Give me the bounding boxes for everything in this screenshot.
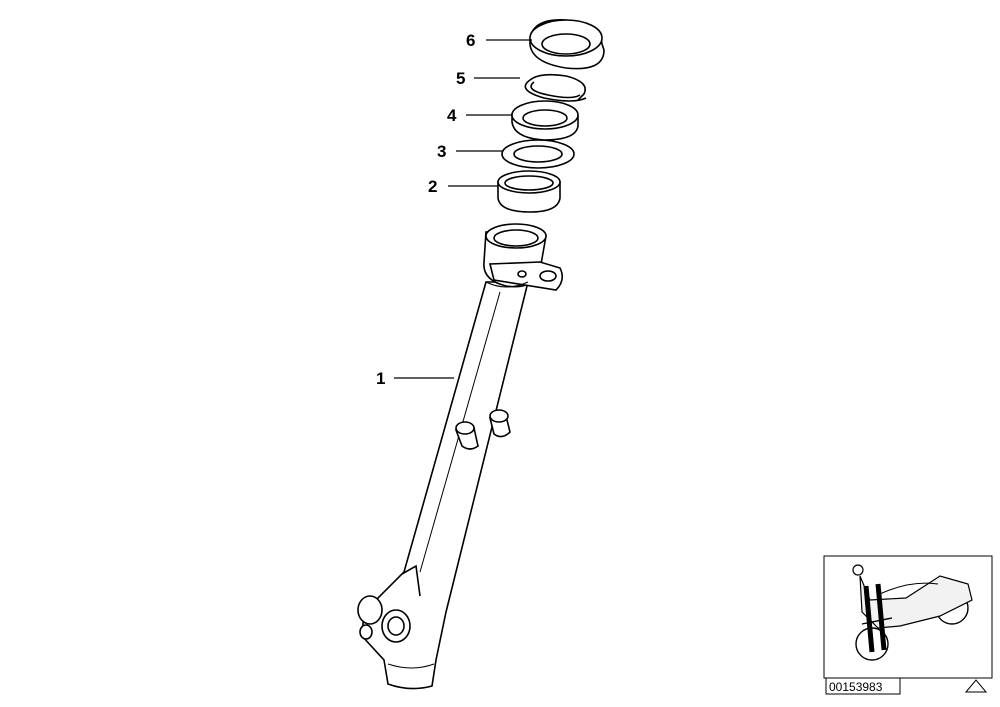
- callout-label-1: 1: [376, 369, 385, 388]
- reference-number-text: 00153983: [829, 680, 883, 694]
- part-6-dust-seal: [529, 19, 605, 70]
- part-3-washer: [501, 139, 575, 169]
- callout-5: 5: [456, 69, 520, 88]
- part-5-circlip: [524, 73, 587, 102]
- callout-label-5: 5: [456, 69, 465, 88]
- part-1-fork-slider: [357, 223, 564, 690]
- part-4-oil-seal: [511, 100, 579, 141]
- motorcycle-thumbnail-icon: [823, 555, 993, 679]
- callout-3: 3: [437, 142, 502, 161]
- callout-label-4: 4: [447, 106, 457, 125]
- callout-label-2: 2: [428, 177, 437, 196]
- callout-2: 2: [428, 177, 498, 196]
- callout-label-3: 3: [437, 142, 446, 161]
- callout-1: 1: [376, 369, 454, 388]
- reference-number: 00153983: [825, 677, 901, 695]
- callout-6: 6: [466, 31, 532, 50]
- triangle-icon: [964, 679, 988, 693]
- callout-label-6: 6: [466, 31, 475, 50]
- callout-4: 4: [447, 106, 512, 125]
- part-2-bushing: [497, 170, 561, 213]
